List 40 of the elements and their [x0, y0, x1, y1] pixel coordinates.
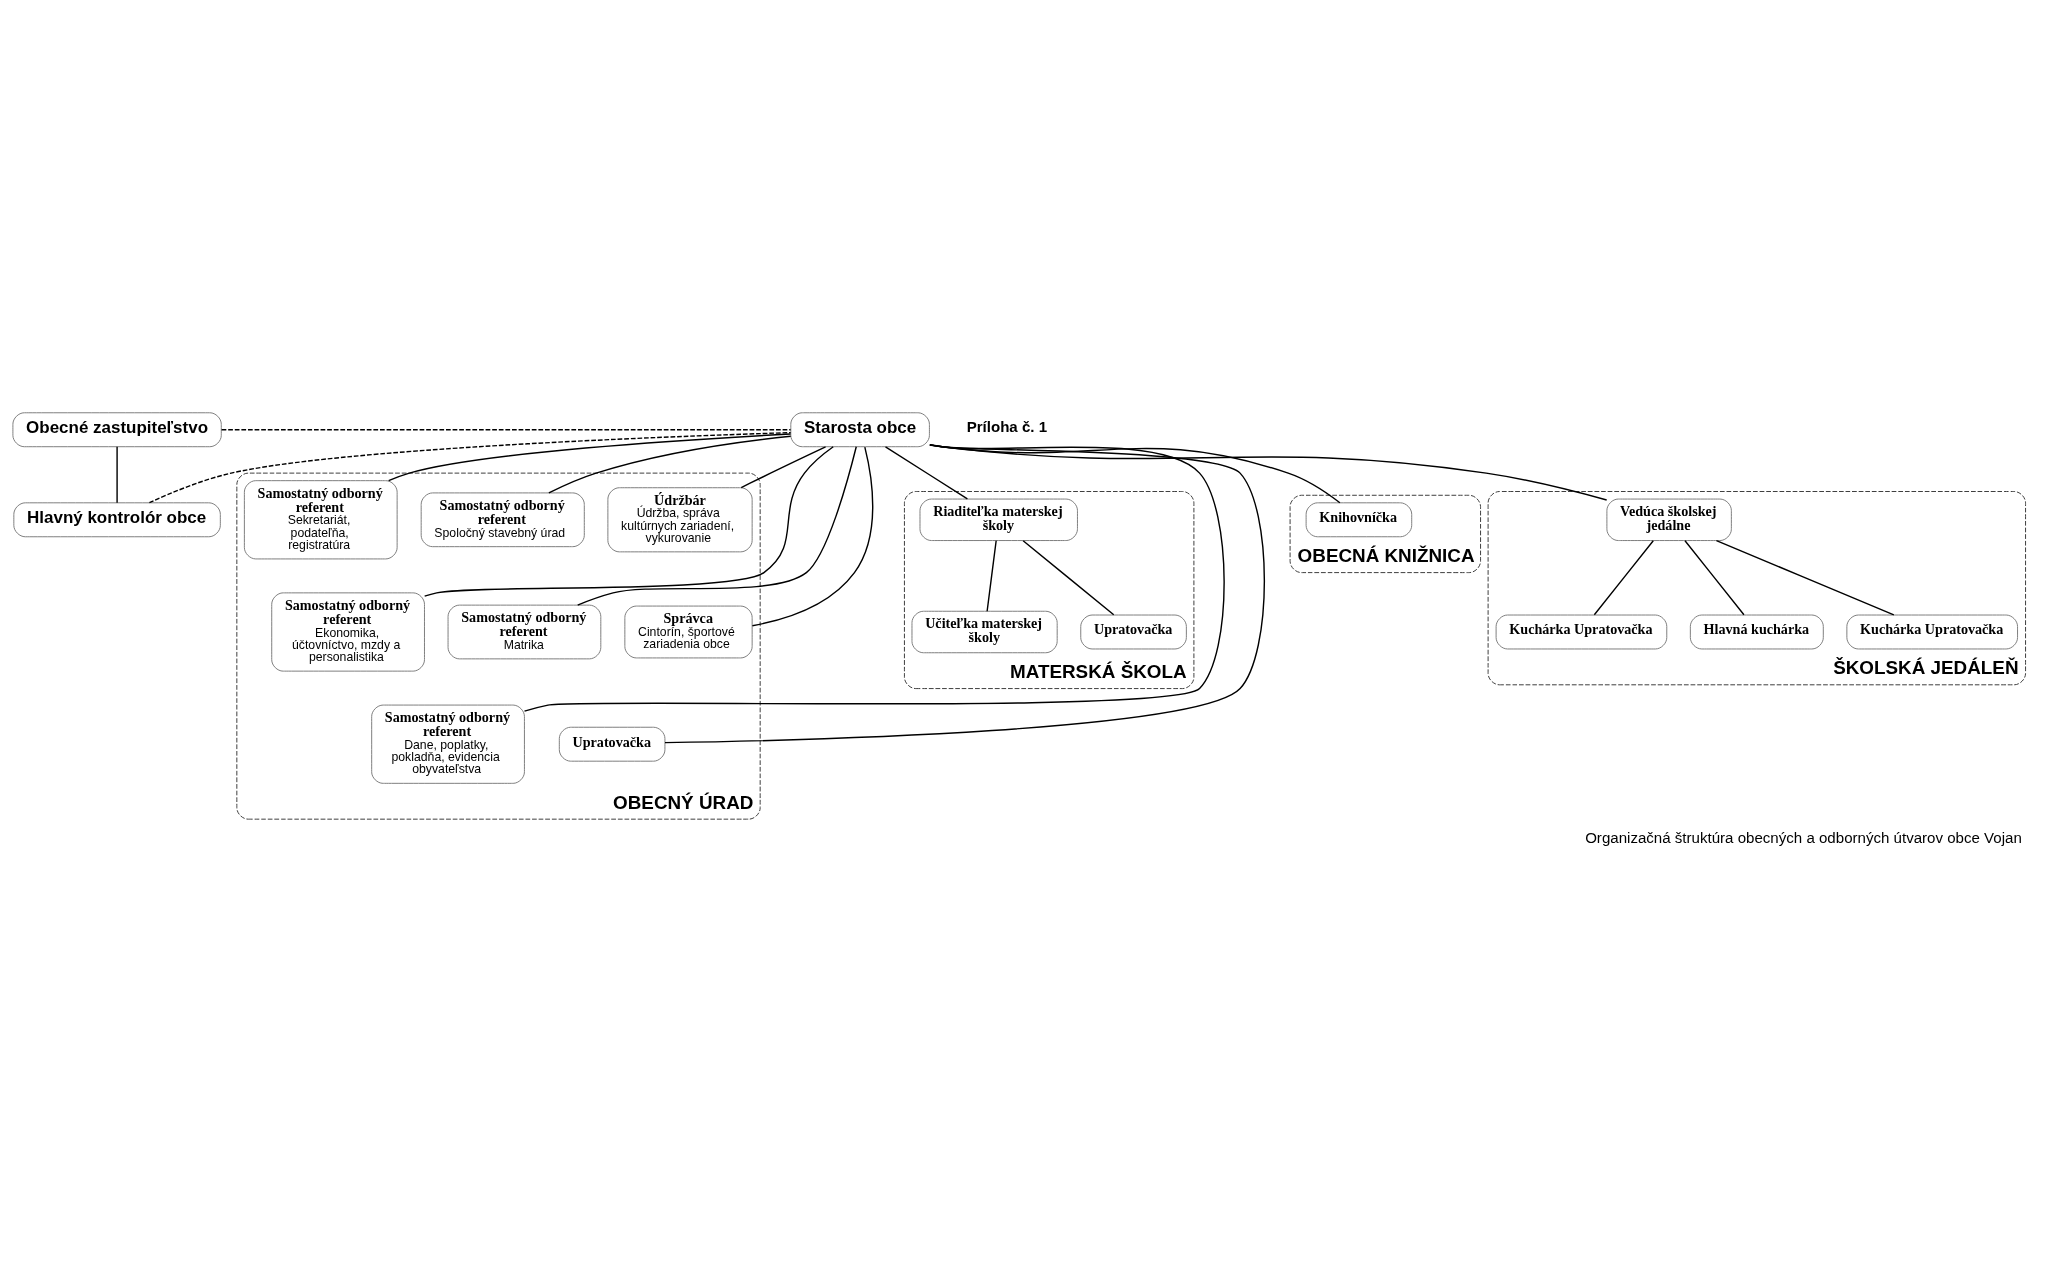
node-box: Vedúca školskej jedálne — [1606, 498, 1732, 541]
node-box: Starosta obce — [790, 412, 930, 448]
connector — [751, 446, 874, 627]
connector — [148, 431, 792, 504]
node-box: Samostatný odborný referent Dane, poplatky, pokladňa, evidencia obyvateľstva — [371, 704, 525, 784]
node-box: Samostatný odborný referent Matrika — [447, 604, 602, 660]
node-box: Kuchárka Upratovačka — [1495, 614, 1668, 650]
node-box: Údržbár Údržba, správa kultúrnych zariadení, vykurovanie — [607, 487, 753, 553]
connector — [423, 446, 834, 597]
connector — [220, 429, 792, 431]
connector — [664, 444, 1266, 744]
connector — [884, 446, 969, 500]
node-box: Obecné zastupiteľstvo — [12, 412, 222, 448]
connector — [523, 444, 1225, 712]
connector — [1715, 539, 1895, 616]
connector — [1593, 540, 1654, 616]
connector — [576, 446, 857, 606]
node-box: Samostatný odborný referent Sekretariát, podateľňa, registratúra — [243, 480, 398, 560]
node-box: Riaditeľka materskej školy — [919, 498, 1078, 541]
caption: Organizačná štruktúra obecných a odborných útvarov obce Vojan — [1585, 828, 2022, 846]
node-box: Učiteľka materskej školy — [911, 610, 1058, 654]
node-box: Upratovačka — [1080, 614, 1187, 650]
label: Príloha č. 1 — [966, 418, 1048, 436]
connector — [929, 444, 1608, 501]
node-box: Samostatný odborný referent Spoločný stavebný úrad — [420, 492, 585, 548]
connector — [1022, 540, 1115, 616]
node-box: Knihovníčka — [1305, 502, 1413, 538]
connector — [387, 433, 792, 482]
connector — [116, 446, 118, 504]
node-box: Upratovačka — [558, 726, 666, 762]
connector — [740, 446, 827, 489]
connector — [929, 444, 1341, 504]
connector — [548, 435, 792, 494]
node-box: Hlavný kontrolór obce — [13, 502, 221, 538]
node-box: Samostatný odborný referent Ekonomika, účtovníctvo, mzdy a personalistika — [271, 592, 425, 672]
connector — [1684, 540, 1745, 616]
node-box: Kuchárka Upratovačka — [1846, 614, 2018, 650]
connector — [986, 540, 997, 612]
node-box: Správca Cintorín, športové zariadenia obce — [624, 605, 753, 659]
node-box: Hlavná kuchárka — [1689, 614, 1824, 650]
